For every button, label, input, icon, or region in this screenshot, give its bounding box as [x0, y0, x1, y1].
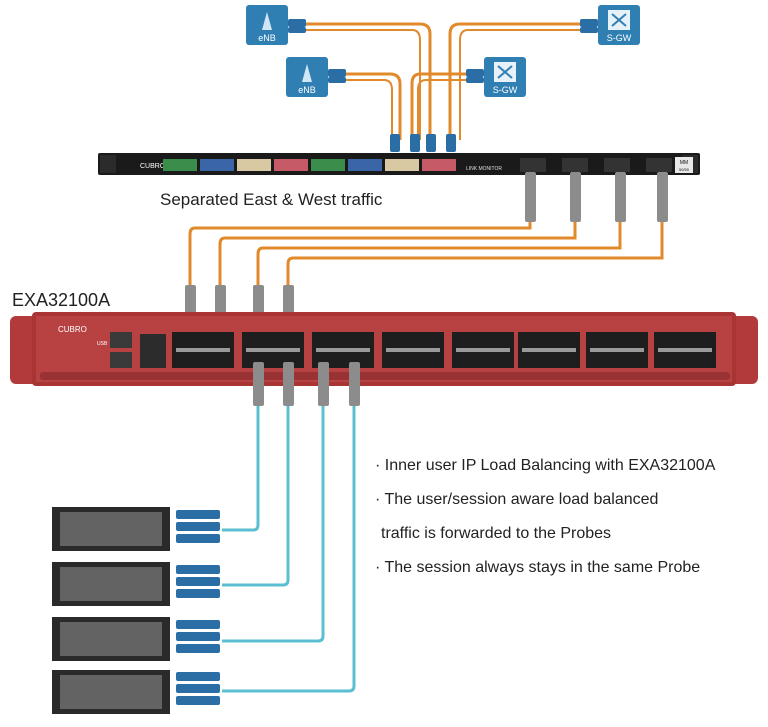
- enb-mid-node: eNB: [286, 57, 328, 97]
- svg-text:eNB: eNB: [258, 33, 276, 43]
- switch-brand-logo: CUBRO: [58, 325, 87, 334]
- switch-down-connectors: [253, 362, 360, 406]
- ethernet-port: [110, 332, 132, 348]
- bullet-2: · The user/session aware load balanced: [375, 491, 659, 508]
- svg-text:eNB: eNB: [298, 85, 316, 95]
- tap-port-groups: [163, 159, 456, 171]
- monitor-connectors: [185, 172, 668, 335]
- sgw-mid-node: S-GW: [484, 57, 526, 97]
- svg-text:50/50: 50/50: [679, 167, 690, 172]
- enb-top-node: eNB: [246, 5, 288, 45]
- tap-brand-logo: CUBRO: [140, 163, 166, 170]
- probe-1: [52, 507, 220, 551]
- probe-4: [52, 670, 220, 714]
- svg-text:S-GW: S-GW: [493, 85, 518, 95]
- tap-unit: CUBRO LINK MONITOR MM 50/50: [98, 153, 700, 175]
- exa32100a-switch: CUBRO USB: [10, 312, 758, 386]
- antenna-icon: [262, 12, 272, 30]
- cyan-fibers: [222, 380, 356, 693]
- orange-fibers-top: [305, 22, 585, 140]
- svg-text:S-GW: S-GW: [607, 33, 632, 43]
- probe-3: [52, 617, 220, 661]
- east-west-caption: Separated East & West traffic: [160, 190, 383, 209]
- bullet-4: · The session always stays in the same P…: [375, 559, 701, 576]
- svg-text:MM: MM: [680, 160, 688, 166]
- antenna-icon: [302, 64, 312, 82]
- sfp-cage: [140, 334, 166, 368]
- ethernet-port: [110, 352, 132, 368]
- sgw-top-node: S-GW: [598, 5, 640, 45]
- node-connectors: [288, 19, 598, 152]
- svg-text:USB: USB: [97, 341, 108, 347]
- device-title: EXA32100A: [12, 290, 111, 310]
- bullet-3: traffic is forwarded to the Probes: [381, 525, 612, 542]
- feature-bullets: · Inner user IP Load Balancing with EXA3…: [375, 458, 715, 594]
- svg-text:LINK MONITOR: LINK MONITOR: [466, 166, 502, 172]
- probe-2: [52, 562, 220, 606]
- orange-fibers-monitor: [188, 220, 664, 288]
- bullet-1: · Inner user IP Load Balancing with EXA3…: [375, 457, 716, 474]
